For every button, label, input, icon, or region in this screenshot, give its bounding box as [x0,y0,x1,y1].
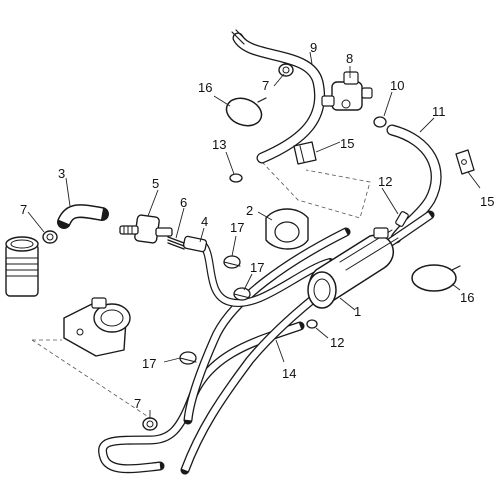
callout-2: 2 [246,203,253,218]
callout-labels: 1 2 3 4 5 6 7 7 7 8 9 10 11 12 12 13 14 … [20,40,494,411]
callout-3: 3 [58,166,65,181]
callout-13: 13 [212,137,226,152]
callout-17-c: 17 [142,356,156,371]
valve-part-5 [119,214,173,244]
clip-part-15-center [293,141,317,165]
ring-part-16-top [225,97,267,127]
callout-15-center: 15 [340,136,354,151]
clamp-part-7-bottom [142,417,158,431]
callout-9: 9 [310,40,317,55]
callout-14: 14 [282,366,296,381]
callout-16-top: 16 [198,80,212,95]
callout-12-lower: 12 [330,335,344,350]
callout-1: 1 [354,304,361,319]
callout-8: 8 [346,51,353,66]
callout-7-top: 7 [262,78,269,93]
callout-17-b: 17 [250,260,264,275]
solenoid-part-8 [321,71,373,111]
canister-part-1 [307,227,399,309]
callout-7-left: 7 [20,202,27,217]
leader-lines [27,51,481,418]
connector-part-12-upper [395,211,409,227]
oring-part-13 [229,173,243,183]
callout-11: 11 [432,104,446,119]
ring-part-16-right [411,264,461,292]
throttle-body [63,297,131,357]
spring-part-6 [167,236,185,250]
callout-16-right: 16 [460,290,474,305]
connector-part-12-lower [306,319,318,329]
hose-part-3 [57,204,109,229]
callout-6: 6 [180,195,187,210]
callout-7-bottom: 7 [134,396,141,411]
callout-10: 10 [390,78,404,93]
clip-part-10 [373,116,387,128]
callout-5: 5 [152,176,159,191]
clamp-part-7-top [278,63,294,77]
clamp-part-17-a [223,255,241,269]
callout-17-a: 17 [230,220,244,235]
intake-sleeve [5,236,39,297]
callout-15-right: 15 [480,194,494,209]
clamp-part-7-left [42,230,58,244]
clamp-part-17-c [179,351,197,365]
clip-part-15-right [455,149,475,175]
hose-part-9 [231,29,325,164]
bracket-part-2 [265,208,309,250]
callout-4: 4 [201,214,208,229]
callout-12-upper: 12 [378,174,392,189]
clamp-part-17-b [233,287,251,301]
dashed-reference-lines [31,161,371,419]
